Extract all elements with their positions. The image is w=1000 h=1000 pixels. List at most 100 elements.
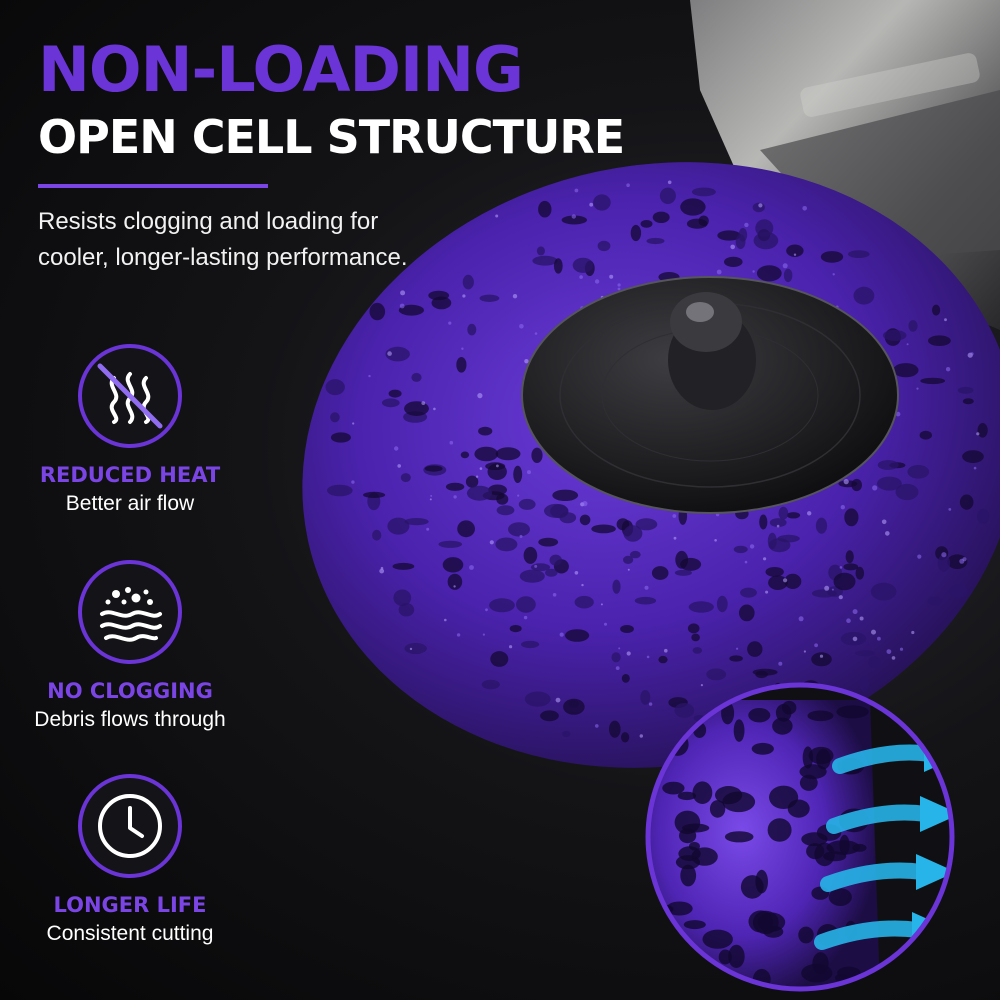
disc-pore [783,268,793,283]
disc-pore [593,194,611,211]
disc-pore [853,286,875,305]
disc-grit [917,554,922,559]
disc-grit [859,616,864,621]
disc-pore [462,274,474,290]
disc-grit [509,645,513,649]
disc-pore [845,550,854,564]
disc-pore [532,255,558,266]
headline-underline [38,184,268,188]
zoom-pore [733,719,745,742]
disc-pore [400,473,411,483]
disc-pore [369,302,386,321]
disc-grit [479,467,483,470]
disc-pore [623,555,634,565]
disc-grit [429,498,432,501]
disc-pore [844,508,859,527]
debris-flow-icon [78,560,182,664]
disc-grit [595,724,599,728]
disc-grit [852,609,858,615]
disc-pore [691,633,700,642]
disc-pore [928,335,951,347]
disc-pore [747,641,763,657]
disc-pore [908,320,918,332]
disc-pore [540,710,559,722]
feature-title: REDUCED HEAT [39,463,221,487]
zoom-pore [682,823,710,833]
disc-grit [534,564,538,568]
disc-grit [744,560,748,564]
disc-grit [581,583,584,587]
disc-pore [490,651,509,667]
disc-grit [519,324,524,329]
disc-grit [843,479,849,485]
disc-pore [620,625,634,633]
no-heat-icon [78,344,182,448]
disc-grit [589,202,594,207]
disc-pore [646,237,665,245]
disc-pore [536,246,546,256]
disc-pore [496,493,509,505]
disc-pore [729,655,743,662]
disc-grit [672,514,677,518]
zoom-detail [645,682,955,992]
zoom-pore [666,901,693,916]
disc-pore [387,517,410,535]
disc-pore [640,690,651,705]
disc-grit [911,630,915,635]
zoom-pore [724,831,754,843]
feature-longer-life: LONGER LIFE Consistent cutting [20,772,240,948]
disc-grit [803,650,807,653]
disc-grit [482,633,485,636]
disc-grit [489,540,494,545]
disc-grit [736,647,739,650]
disc-pore [404,518,429,526]
disc-grit [802,206,807,211]
disc-pore [630,224,642,242]
disc-pore [467,323,477,336]
disc-pore [372,529,382,541]
disc-grit [627,568,630,571]
disc-pore [562,730,571,738]
disc-grit [594,279,600,284]
disc-grit [534,332,538,335]
disc-grit [574,188,579,193]
zoom-pore [782,700,797,715]
disc-grit [778,661,783,666]
disc-pore [674,569,693,576]
disc-pore [851,478,862,492]
zoom-pore [828,888,852,906]
disc-pore [431,296,452,310]
zoom-pore [709,800,726,818]
disc-grit [448,321,452,325]
disc-pore [786,512,801,519]
flow-arrow [820,854,952,892]
disc-grit [409,647,413,651]
disc-grit [571,214,576,219]
disc-pore [706,668,727,681]
disc-pore [959,494,974,510]
disc-grit [840,505,845,510]
disc-grit [832,273,835,276]
disc-grit [462,294,466,298]
disc-pore [495,447,521,461]
disc-pore [530,563,551,572]
disc-pore [659,187,676,204]
zoom-pore [691,847,718,866]
disc-pore [404,643,427,654]
disc-grit [368,374,371,378]
disc-pore [907,465,930,479]
disc-grit [824,585,830,591]
disc-pore [784,573,802,590]
disc-grit [626,183,630,187]
disc-pore [572,257,594,273]
disc-pore [538,537,559,547]
disc-pore [495,537,518,552]
disc-grit [496,464,499,468]
disc-grit [433,407,436,411]
disc-pore [717,230,741,241]
disc-grit [807,511,812,516]
disc-pore [438,540,463,548]
disc-pore [574,595,594,609]
disc-grit [639,734,643,738]
